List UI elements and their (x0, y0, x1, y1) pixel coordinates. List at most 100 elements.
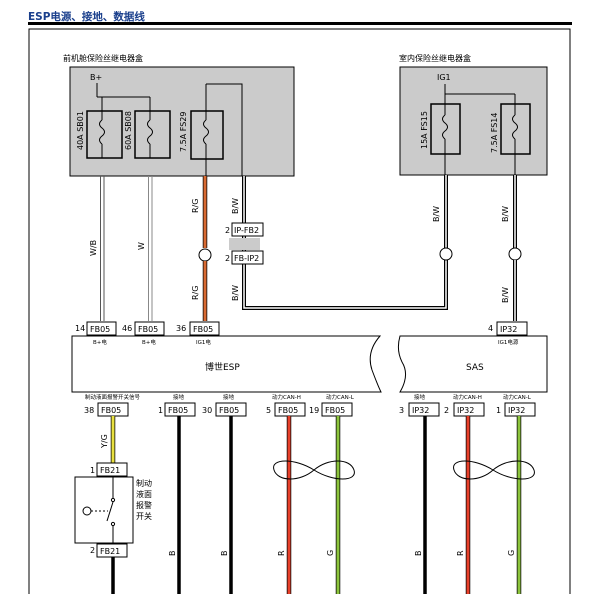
esp-pin-38-conn: FB05 (101, 406, 121, 415)
sas-pin-4 (496, 321, 528, 336)
switch-top-conn: FB21 (100, 466, 120, 475)
sas-pin-2-conn: IP32 (457, 406, 474, 415)
esp-pin-30-conn: FB05 (219, 406, 239, 415)
switch-label-2: 液面 (136, 489, 152, 499)
switch-label-1: 制动 (136, 478, 152, 488)
esp-pin-14 (86, 321, 117, 336)
wire-bw-fs15-label: B/W (432, 206, 441, 222)
front-box-supply: B+ (90, 73, 102, 82)
sas-pin-1-label: 动力CAN-L (503, 393, 532, 401)
connector-ip-fb2-pin: 2 (225, 226, 230, 235)
esp-pin-30-number: 30 (202, 406, 212, 415)
esp-pin-36 (189, 321, 220, 336)
connector-fb-ip2 (231, 250, 264, 265)
esp-pin-46 (134, 321, 165, 336)
wire-r1-label: R (277, 550, 286, 556)
fuse-sb01-element-icon (99, 119, 105, 145)
fuse-sb01 (86, 110, 123, 159)
page-title: ESP电源、接地、数据线 (28, 11, 145, 23)
switch-contact-icon (106, 501, 114, 522)
inner-box-title: 室内保险丝继电器盒 (399, 53, 471, 63)
esp-pin-5-conn: FB05 (278, 406, 298, 415)
sas-module (397, 335, 548, 393)
esp-pin-46-number: 46 (122, 324, 132, 333)
splice-bw-fs14 (508, 247, 522, 261)
esp-pin-1-label: 接地 (173, 393, 185, 401)
fuse-sb08 (134, 110, 171, 159)
wire-bw-fs14-top-label: B/W (501, 206, 510, 222)
esp-pin-1-conn: FB05 (168, 406, 188, 415)
sas-pin-3-number: 3 (399, 406, 404, 415)
wire-g1-label: G (326, 550, 335, 556)
fuse-sb08-element-icon (147, 119, 153, 145)
esp-pin-5-label: 动力CAN-H (272, 393, 301, 401)
esp-pin-46-label: B+电 (142, 338, 156, 346)
esp-pin-14-conn: FB05 (90, 325, 110, 334)
front-box-title: 前机舱保险丝继电器盒 (63, 53, 143, 63)
wire-wb-label: W/B (89, 240, 98, 256)
wire-b3-label: B (414, 551, 423, 557)
switch-label-3: 报警 (136, 500, 152, 510)
wire-b2-label: B (220, 551, 229, 557)
wire-yg-label: Y/G (100, 434, 109, 449)
twisted-pair-sas-icon (453, 460, 535, 480)
esp-pin-5-number: 5 (266, 406, 271, 415)
wire-bw-mid-top-label: B/W (231, 198, 240, 214)
connector-ip-fb2 (231, 222, 264, 237)
inner-box-supply: IG1 (437, 73, 451, 82)
esp-pin-14-number: 14 (75, 324, 85, 333)
switch-bottom-pin-number: 2 (90, 546, 95, 555)
esp-pin-1-number: 1 (158, 406, 163, 415)
esp-pin-46-conn: FB05 (138, 325, 158, 334)
connector-ip-fb2-name: IP-FB2 (234, 226, 259, 235)
sas-pin-4-number: 4 (488, 324, 493, 333)
sas-pin-4-label: IG1电源 (498, 338, 519, 346)
switch-top-pin-number: 1 (90, 466, 95, 475)
sas-pin-3-label: 接地 (414, 393, 426, 401)
switch-label-4: 开关 (136, 511, 152, 521)
sas-pin-4-conn: IP32 (500, 325, 517, 334)
fuse-fs29-element-icon (203, 119, 209, 145)
wire-r2-label: R (456, 550, 465, 556)
wire-b1-label: B (168, 551, 177, 557)
connector-fb-ip2-pin: 2 (225, 254, 230, 263)
wire-rg-top-label: R/G (191, 199, 200, 213)
fuse-fs14-label: 7.5A FS14 (490, 113, 499, 153)
switch-top-connector (96, 462, 128, 477)
sas-name: SAS (466, 363, 484, 373)
fuse-sb01-label: 40A SB01 (76, 111, 85, 150)
sas-pin-3-conn: IP32 (412, 406, 429, 415)
esp-pin-36-label: IG1电 (196, 338, 211, 346)
fuse-fs14-element-icon (512, 114, 518, 140)
splice-bw-fs15 (439, 247, 453, 261)
wire-bw-mid-bottom-label: B/W (231, 285, 240, 301)
esp-name: 博世ESP (205, 361, 240, 373)
esp-pin-30-label: 接地 (223, 393, 235, 401)
fuse-fs29-label: 7.5A FS29 (179, 112, 188, 152)
esp-module (71, 335, 382, 393)
diagram-frame (28, 28, 571, 594)
esp-pin-36-number: 36 (176, 324, 186, 333)
sas-pin-2-number: 2 (444, 406, 449, 415)
connector-fb-ip2-name: FB-IP2 (234, 254, 259, 263)
splice-rg (198, 248, 212, 262)
title-underline (28, 22, 572, 25)
esp-pin-14-label: B+电 (93, 338, 107, 346)
float-icon (82, 506, 92, 516)
sas-pin-2-label: 动力CAN-H (453, 393, 482, 401)
esp-pin-36-conn: FB05 (193, 325, 213, 334)
fuse-sb08-label: 60A SB08 (124, 111, 133, 150)
fuse-fs15-label: 15A FS15 (420, 111, 429, 149)
esp-pin-38-label: 制动液面报警开关信号 (85, 393, 141, 401)
wire-g2-label: G (507, 550, 516, 556)
esp-pin-38-number: 38 (84, 406, 94, 415)
wire-bw-fs14-bottom-label: B/W (501, 287, 510, 303)
sas-pin-1-conn: IP32 (508, 406, 525, 415)
wire-w-label: W (137, 242, 146, 250)
esp-pin-19-label: 动力CAN-L (326, 393, 355, 401)
sas-pin-1-number: 1 (496, 406, 501, 415)
esp-pin-19-number: 19 (309, 406, 319, 415)
wire-bw-route (242, 176, 448, 310)
twisted-pair-esp-icon (273, 460, 355, 480)
